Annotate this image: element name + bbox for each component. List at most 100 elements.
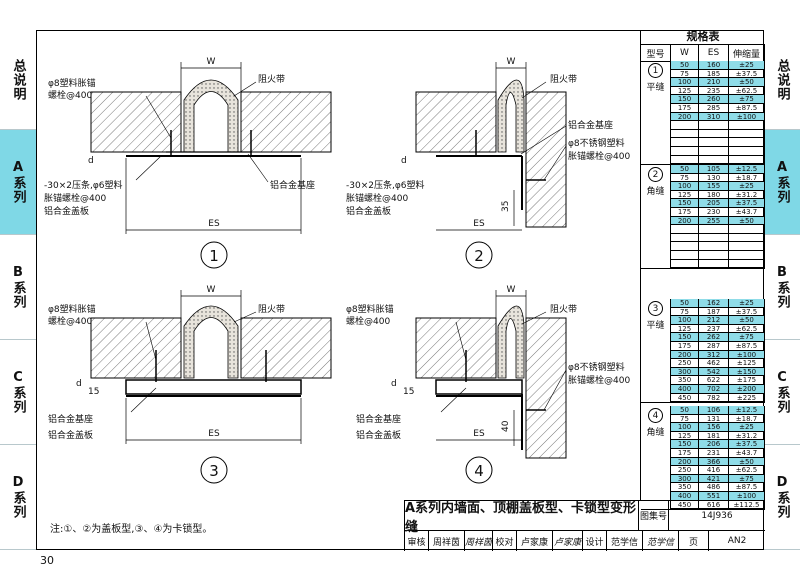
leader: [520, 125, 567, 155]
spec-cell-empty: [699, 251, 729, 260]
sidebar-tab-d[interactable]: D系列: [764, 445, 800, 550]
page-code: AN2: [727, 536, 747, 546]
leader: [521, 81, 547, 99]
spec-cell-empty: [671, 138, 699, 147]
spec-cell: 150: [671, 199, 699, 208]
spec-cell: ±25: [729, 182, 765, 191]
spec-cell-empty: [671, 259, 699, 269]
spec-cell-empty: [699, 155, 729, 165]
label-fire-strip: 阻火带: [258, 304, 285, 315]
spec-cell: 175: [671, 342, 699, 351]
spec-cell: 125: [671, 86, 699, 96]
spec-cell: 100: [671, 423, 699, 432]
leader: [233, 81, 257, 97]
sidebar-tab-a[interactable]: A系列: [0, 130, 36, 235]
dim-w-label: W: [507, 57, 516, 67]
fire-strip: [183, 79, 239, 153]
spec-cell: 125: [671, 431, 699, 441]
spec-group-type: 平缝: [646, 321, 665, 331]
leader: [233, 311, 257, 323]
sidebar-tab-c[interactable]: C系列: [0, 340, 36, 445]
spec-cell-empty: [699, 242, 729, 251]
wall-left: [415, 91, 497, 153]
spec-cell: ±50: [729, 78, 765, 87]
spec-group-number: 4: [648, 408, 663, 423]
sidebar-tab-label: C系列: [10, 370, 26, 414]
sidebar-tab-general[interactable]: 总说明: [0, 30, 36, 130]
spec-cell: 75: [671, 69, 699, 79]
spec-cell: ±75: [729, 333, 765, 342]
atlas-label: 图集号: [639, 501, 669, 531]
spec-cell: 416: [699, 466, 729, 475]
detail-number: 3: [209, 462, 219, 480]
fire-strip: [183, 305, 239, 379]
spec-cell: ±225: [729, 393, 765, 403]
spec-cell: ±37.5: [729, 69, 765, 79]
spec-row-empty: [671, 147, 765, 156]
leader: [455, 321, 467, 361]
spec-cell: 287: [699, 342, 729, 351]
spec-cell: 200: [671, 216, 699, 226]
label-clip-2: 胀锚螺栓@400: [346, 192, 408, 204]
sidebar-tab-c[interactable]: C系列: [764, 340, 800, 445]
spec-cell: 187: [699, 307, 729, 317]
wall-right: [240, 317, 332, 379]
spec-cell-empty: [671, 121, 699, 130]
spec-cell: ±31.2: [729, 431, 765, 441]
spec-cell: ±87.5: [729, 104, 765, 113]
sidebar-tab-general[interactable]: 总说明: [764, 30, 800, 130]
spec-row-empty: [671, 121, 765, 130]
spec-cell: 450: [671, 500, 699, 510]
sidebar-tab-a[interactable]: A系列: [764, 130, 800, 235]
title-block-signatures: 审核 周祥茵 周祥茵 校对 卢家康 卢家康 设计 范学信 范学信 页 AN2: [405, 531, 765, 551]
spec-cell: 156: [699, 423, 729, 432]
spec-row-empty: [671, 138, 765, 147]
spec-cell: 400: [671, 385, 699, 394]
clip-lock-base: [435, 379, 523, 395]
spec-cell: 150: [671, 333, 699, 342]
spec-cell: 175: [671, 104, 699, 113]
header-w: W: [671, 45, 699, 61]
spec-cell-empty: [729, 155, 765, 165]
spec-group-number: 2: [648, 167, 663, 182]
sidebar-tab-d[interactable]: D系列: [0, 445, 36, 550]
spec-cell: 312: [699, 350, 729, 360]
spec-cell: 486: [699, 483, 729, 492]
leader: [440, 387, 467, 413]
label-clip-2: 胀锚螺栓@400: [44, 192, 106, 204]
dim-15-label: 15: [88, 387, 99, 397]
spec-cell: 50: [671, 165, 699, 174]
sidebar-tab-label: D系列: [774, 475, 790, 519]
spec-cell: 150: [671, 440, 699, 449]
spec-cell: ±87.5: [729, 483, 765, 492]
spec-cell-empty: [729, 242, 765, 251]
spec-table-title: 规格表: [641, 30, 765, 45]
label-ss-bolt-2: 胀锚螺栓@400: [568, 374, 630, 386]
spec-cell: 175: [671, 449, 699, 458]
spec-cell: 50: [671, 406, 699, 415]
wall-right: [240, 91, 332, 153]
spec-cell: ±43.7: [729, 449, 765, 458]
label-clip-1: -30×2压条,φ6塑料: [346, 179, 425, 191]
leader: [145, 95, 172, 139]
label-anchor-spacing: 螺栓@400: [48, 89, 92, 101]
spec-row-empty: [671, 233, 765, 243]
spec-cell: 100: [671, 78, 699, 87]
spec-cell: 125: [671, 324, 699, 334]
drawing-title: A系列内墙面、顶棚盖板型、卡锁型变形缝: [405, 501, 639, 535]
leader: [130, 387, 157, 413]
sidebar-tab-b[interactable]: B系列: [764, 235, 800, 340]
sidebar-tab-b[interactable]: B系列: [0, 235, 36, 340]
spec-row-empty: [671, 251, 765, 260]
leader: [543, 369, 567, 411]
